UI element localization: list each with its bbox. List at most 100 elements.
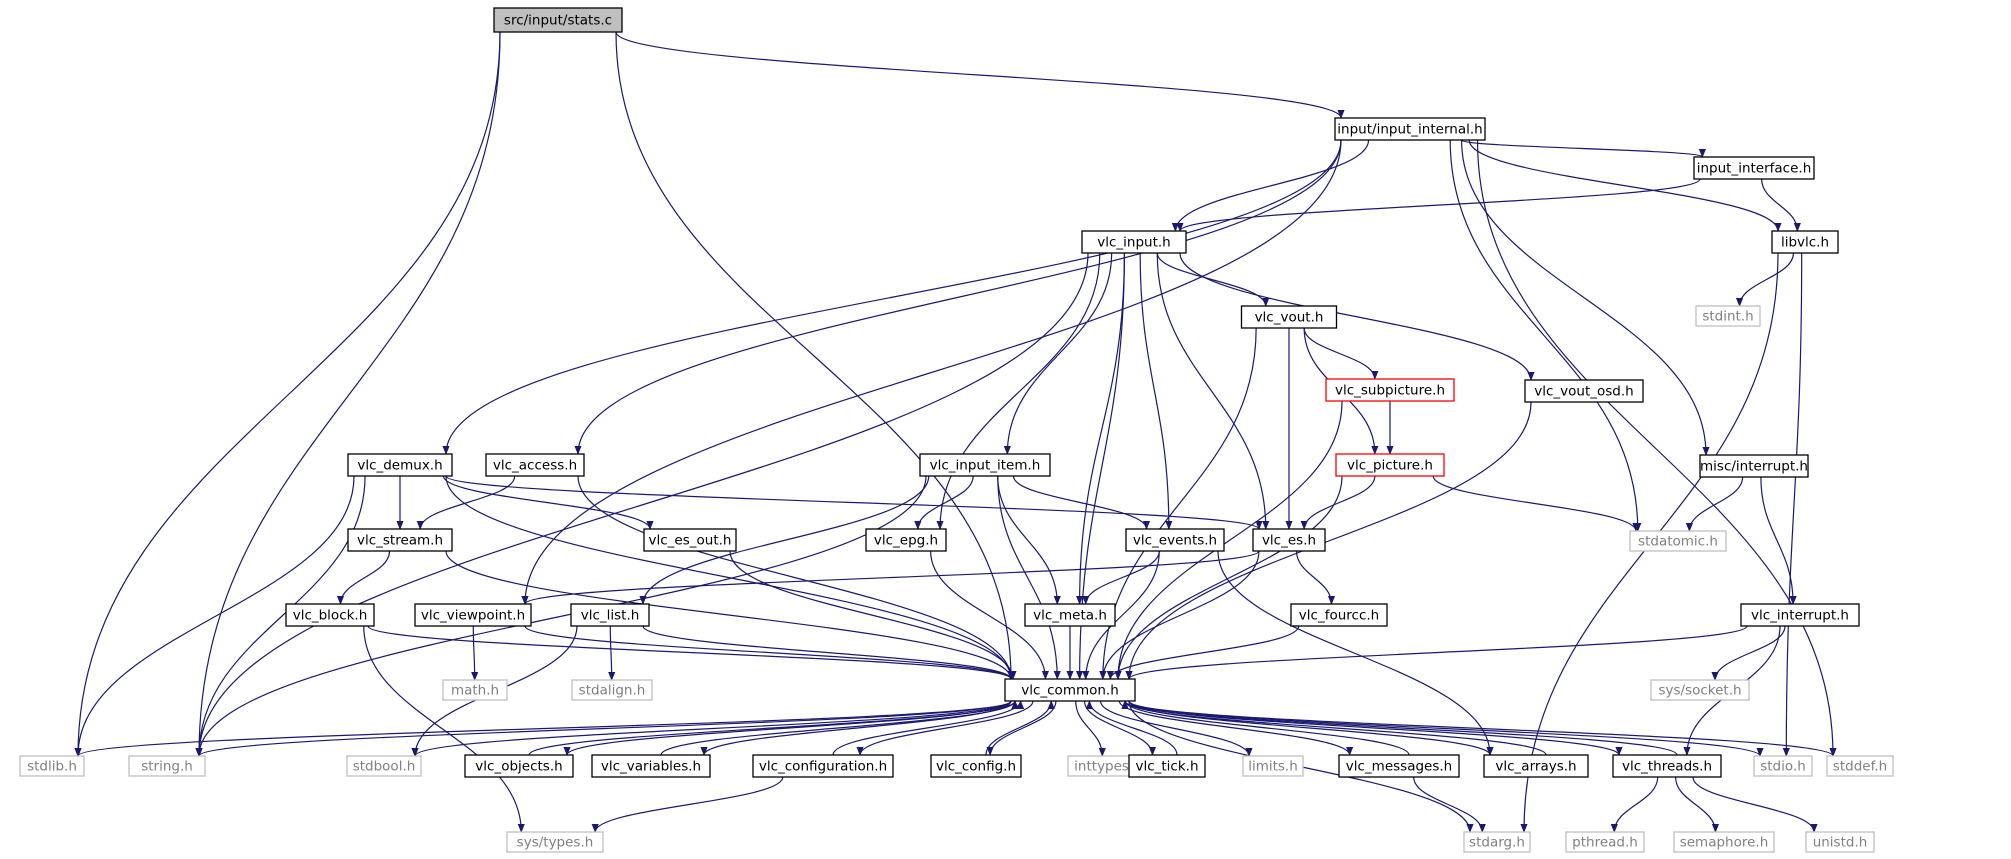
edge-vlc_common-to-stddef	[1128, 700, 1837, 757]
node-vlc_picture[interactable]: vlc_picture.h	[1335, 453, 1445, 477]
node-vlc_viewpoint[interactable]: vlc_viewpoint.h	[414, 603, 532, 627]
edge-vlc_vout_osd-to-vlc_common	[1125, 401, 1532, 680]
node-vlc_block[interactable]: vlc_block.h	[285, 603, 375, 627]
edge-vlc_demux-to-vlc_es_out	[442, 475, 654, 530]
node-box-sys_types	[506, 831, 604, 853]
node-vlc_es_out[interactable]: vlc_es_out.h	[643, 528, 737, 552]
node-libvlc[interactable]: libvlc.h	[1771, 230, 1839, 254]
node-label-stdint: stdint.h	[1702, 309, 1753, 325]
edge-vlc_picture-to-vlc_es	[1300, 475, 1376, 530]
edge-vlc_picture-to-vlc_common	[1114, 475, 1343, 680]
edge-vlc_viewpoint-to-vlc_common	[524, 625, 1015, 680]
node-string: string.h	[128, 755, 206, 777]
node-box-limits	[1242, 755, 1304, 777]
node-vlc_access[interactable]: vlc_access.h	[485, 453, 585, 477]
node-label-stdlib: stdlib.h	[27, 759, 77, 775]
edge-vlc_block-to-vlc_common	[367, 625, 1015, 680]
edge-input_internal-to-input_interface	[1461, 139, 1706, 158]
edge-vlc_es-to-vlc_fourcc	[1295, 550, 1336, 605]
node-vlc_input_item[interactable]: vlc_input_item.h	[919, 453, 1051, 477]
node-vlc_messages[interactable]: vlc_messages.h	[1338, 754, 1460, 778]
node-vlc_objects[interactable]: vlc_objects.h	[464, 754, 574, 778]
node-label-misc_interrupt: misc/interrupt.h	[1700, 459, 1808, 475]
edge-misc_interrupt-to-stdatomic	[1685, 476, 1744, 532]
node-box-vlc_arrays	[1483, 754, 1589, 778]
node-stats_c: src/input/stats.c	[493, 7, 623, 33]
node-box-libvlc	[1771, 230, 1839, 254]
node-box-vlc_subpicture	[1325, 378, 1455, 402]
node-vlc_list[interactable]: vlc_list.h	[570, 603, 650, 627]
node-box-vlc_interrupt	[1740, 603, 1860, 627]
edge-vlc_vout-to-vlc_common	[1099, 327, 1257, 680]
node-vlc_input[interactable]: vlc_input.h	[1081, 230, 1187, 254]
node-sys_socket: sys/socket.h	[1650, 679, 1750, 701]
edge-input_internal-to-vlc_input	[1171, 139, 1370, 232]
edge-vlc_input_item-to-vlc_list	[639, 475, 930, 605]
node-box-vlc_config	[930, 754, 1022, 778]
node-box-stdint	[1695, 305, 1761, 327]
node-input_internal[interactable]: input/input_internal.h	[1334, 117, 1486, 141]
node-box-stddef	[1826, 755, 1894, 777]
node-sys_types: sys/types.h	[506, 831, 604, 853]
node-vlc_stream[interactable]: vlc_stream.h	[347, 528, 453, 552]
edge-vlc_list-to-vlc_common	[642, 625, 1015, 680]
edge-vlc_es-to-vlc_viewpoint	[521, 550, 1260, 605]
node-input_interface[interactable]: input_interface.h	[1693, 156, 1815, 180]
edge-vlc_input-to-vlc_events	[1139, 252, 1173, 530]
edge-vlc_access-to-vlc_common	[577, 475, 1015, 680]
node-vlc_fourcc[interactable]: vlc_fourcc.h	[1290, 603, 1388, 627]
node-vlc_common[interactable]: vlc_common.h	[1004, 678, 1136, 702]
node-box-vlc_list	[570, 603, 650, 627]
edge-libvlc-to-stdint	[1735, 252, 1795, 307]
node-vlc_es[interactable]: vlc_es.h	[1252, 528, 1326, 552]
node-vlc_interrupt[interactable]: vlc_interrupt.h	[1740, 603, 1860, 627]
node-vlc_threads[interactable]: vlc_threads.h	[1612, 754, 1722, 778]
node-label-stats_c: src/input/stats.c	[504, 13, 612, 29]
edge-input_internal-to-stdatomic	[1449, 139, 1642, 532]
edge-vlc_subpicture-to-vlc_common	[1114, 400, 1343, 680]
edge-vlc_interrupt-to-sys_socket	[1711, 625, 1786, 681]
node-label-vlc_fourcc: vlc_fourcc.h	[1299, 608, 1379, 624]
node-vlc_variables[interactable]: vlc_variables.h	[591, 754, 711, 778]
node-box-unistd	[1805, 831, 1875, 853]
node-label-vlc_threads: vlc_threads.h	[1622, 759, 1712, 775]
node-box-stdarg	[1463, 831, 1531, 853]
edge-vlc_variables-to-vlc_common	[660, 700, 1019, 756]
node-semaphore: semaphore.h	[1673, 831, 1775, 853]
edge-vlc_objects-to-vlc_common	[528, 700, 1019, 756]
node-box-vlc_common	[1004, 678, 1136, 702]
edge-stats_c-to-stdlib	[74, 31, 501, 757]
node-vlc_demux[interactable]: vlc_demux.h	[347, 453, 453, 477]
node-stdatomic: stdatomic.h	[1629, 530, 1727, 552]
node-label-stddef: stddef.h	[1833, 759, 1887, 775]
node-label-stdbool: stdbool.h	[353, 759, 416, 775]
node-misc_interrupt[interactable]: misc/interrupt.h	[1699, 454, 1809, 478]
node-vlc_vout_osd[interactable]: vlc_vout_osd.h	[1524, 379, 1644, 403]
node-stdalign: stdalign.h	[571, 679, 653, 701]
node-limits: limits.h	[1242, 755, 1304, 777]
node-vlc_meta[interactable]: vlc_meta.h	[1024, 603, 1116, 627]
node-label-libvlc: libvlc.h	[1781, 235, 1829, 251]
edge-vlc_input-to-vlc_vout	[1156, 252, 1270, 307]
node-vlc_configuration[interactable]: vlc_configuration.h	[752, 754, 894, 778]
node-label-stdalign: stdalign.h	[579, 683, 646, 699]
node-label-vlc_tick: vlc_tick.h	[1135, 759, 1198, 775]
node-label-vlc_variables: vlc_variables.h	[601, 759, 701, 775]
node-label-vlc_arrays: vlc_arrays.h	[1495, 759, 1576, 775]
edge-vlc_demux-to-string	[195, 475, 366, 757]
edge-vlc_input-to-vlc_input_item	[1003, 252, 1113, 455]
edge-misc_interrupt-to-vlc_interrupt	[1760, 476, 1797, 605]
node-vlc_tick[interactable]: vlc_tick.h	[1128, 754, 1206, 778]
node-vlc_vout[interactable]: vlc_vout.h	[1240, 305, 1338, 329]
node-label-vlc_epg: vlc_epg.h	[874, 533, 938, 549]
node-vlc_config[interactable]: vlc_config.h	[930, 754, 1022, 778]
edge-libvlc-to-stdio	[1782, 252, 1803, 757]
node-label-semaphore: semaphore.h	[1680, 835, 1769, 851]
node-vlc_arrays[interactable]: vlc_arrays.h	[1483, 754, 1589, 778]
edge-vlc_common-to-stdio	[1128, 700, 1764, 757]
node-vlc_events[interactable]: vlc_events.h	[1125, 528, 1225, 552]
node-vlc_epg[interactable]: vlc_epg.h	[865, 528, 947, 552]
node-vlc_subpicture[interactable]: vlc_subpicture.h	[1325, 378, 1455, 402]
edge-vlc_demux-to-vlc_common	[445, 475, 1015, 680]
node-box-stdbool	[346, 755, 422, 777]
